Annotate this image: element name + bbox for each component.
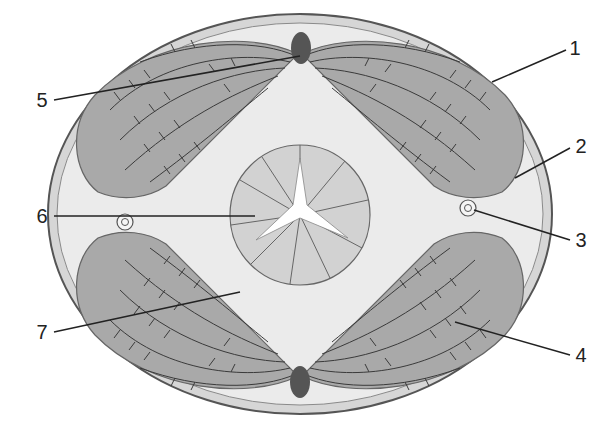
callout-number: 4 (575, 344, 586, 366)
callout-number: 3 (575, 229, 586, 251)
callout-number: 1 (569, 37, 580, 59)
leader-line (54, 50, 570, 355)
callout-number: 7 (36, 321, 47, 343)
callout-number: 2 (575, 135, 586, 157)
callout-number: 6 (36, 205, 47, 227)
callout-number: 5 (36, 89, 47, 111)
